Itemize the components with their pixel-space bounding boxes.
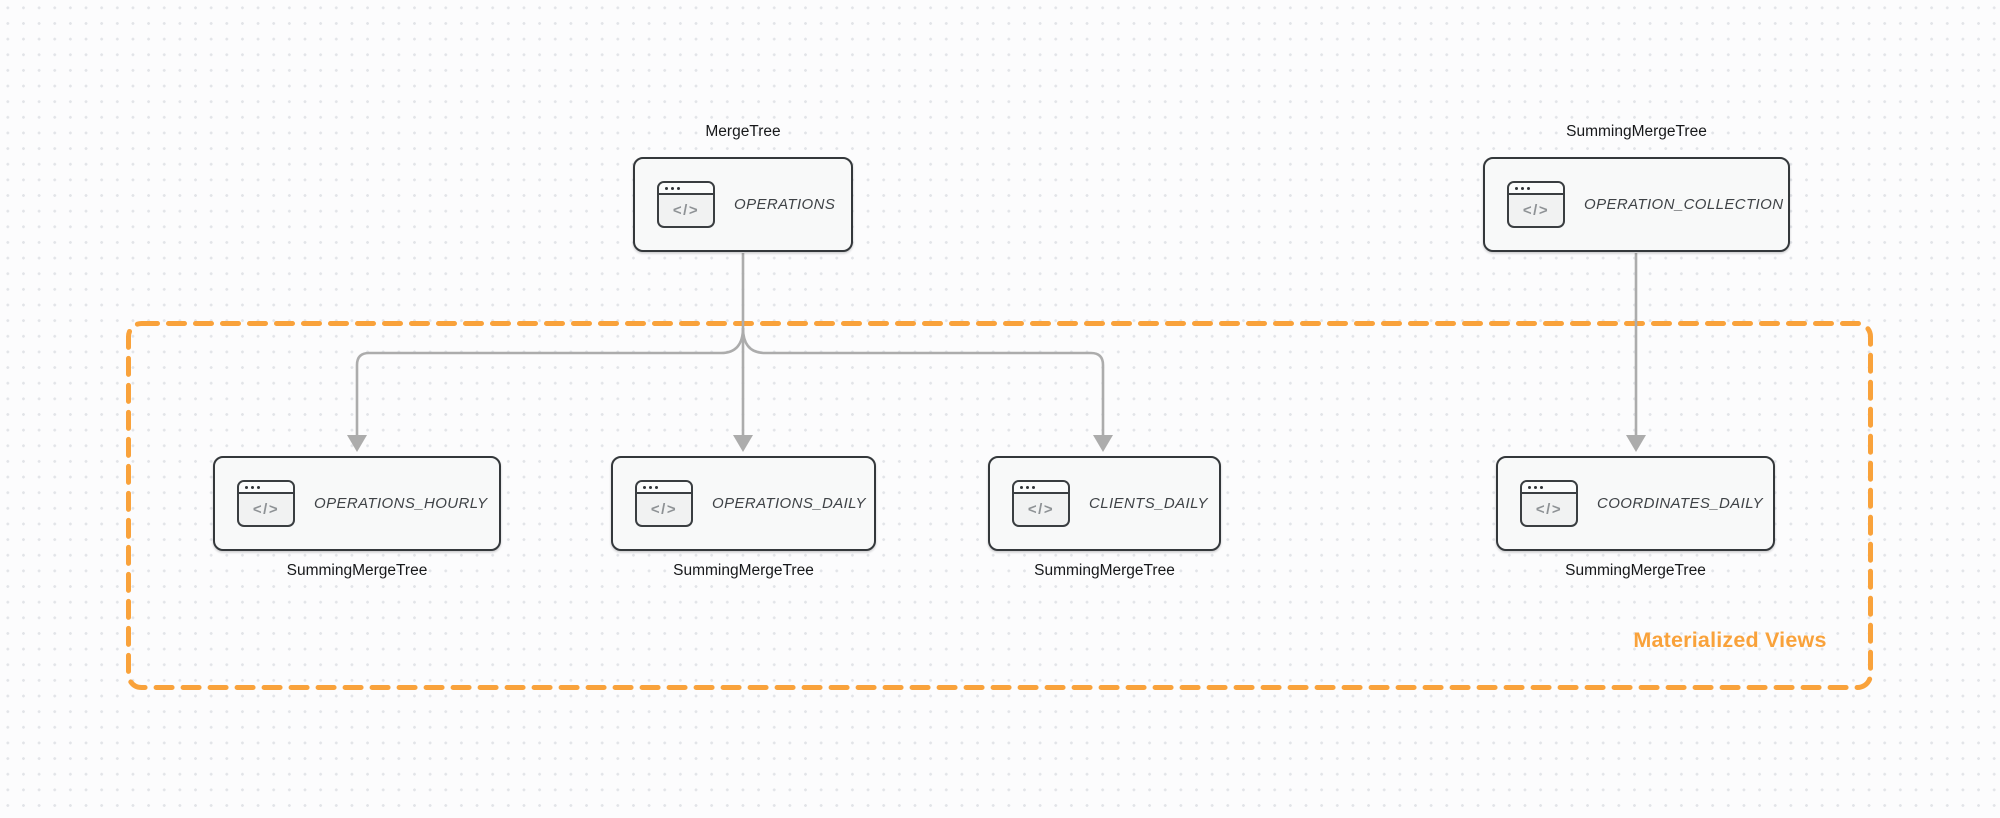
code-glyph: </> <box>1535 501 1563 518</box>
edge-operations-to-clients-daily <box>741 327 1105 436</box>
engine-label-operations-hourly: SummingMergeTree <box>286 562 428 579</box>
edge-operations-to-operations-hourly <box>355 327 745 436</box>
arrowhead-clients-daily <box>1093 435 1113 452</box>
engine-label-coordinates-daily: SummingMergeTree <box>1565 562 1706 579</box>
node-operation-collection[interactable]: </> OPERATION_COLLECTION <box>1483 157 1790 252</box>
arrowhead-operations-hourly <box>347 435 367 452</box>
engine-label-clients-daily: SummingMergeTree <box>1034 562 1175 579</box>
code-glyph: </> <box>1522 202 1550 219</box>
code-window-icon: </> <box>1507 181 1565 228</box>
node-operations[interactable]: </> OPERATIONS <box>633 157 853 252</box>
node-operations-daily[interactable]: </> OPERATIONS_DAILY <box>611 456 876 551</box>
node-title: OPERATIONS_HOURLY <box>314 495 488 512</box>
code-glyph: </> <box>1027 501 1055 518</box>
arrowhead-operations-daily <box>733 435 753 452</box>
code-window-icon: </> <box>237 480 295 527</box>
code-window-icon: </> <box>1520 480 1578 527</box>
arrowhead-coordinates-daily <box>1626 435 1646 452</box>
window-titlebar-dots <box>1522 482 1576 494</box>
code-window-icon: </> <box>657 181 715 228</box>
node-title: OPERATIONS <box>734 196 836 213</box>
node-title: OPERATION_COLLECTION <box>1584 196 1784 213</box>
node-coordinates-daily[interactable]: </> COORDINATES_DAILY <box>1496 456 1775 551</box>
engine-label-operation-collection: SummingMergeTree <box>1566 123 1707 140</box>
window-titlebar-dots <box>239 482 293 494</box>
window-titlebar-dots <box>1014 482 1068 494</box>
window-titlebar-dots <box>659 183 713 195</box>
engine-label-operations-daily: SummingMergeTree <box>673 562 814 579</box>
code-window-icon: </> <box>1012 480 1070 527</box>
node-title: COORDINATES_DAILY <box>1597 495 1764 512</box>
node-title: OPERATIONS_DAILY <box>712 495 866 512</box>
engine-label-operations: MergeTree <box>705 123 781 140</box>
window-titlebar-dots <box>637 482 691 494</box>
code-glyph: </> <box>650 501 678 518</box>
materialized-views-group-frame[interactable] <box>126 321 1873 690</box>
materialized-views-label: Materialized Views <box>1633 628 1827 652</box>
code-glyph: </> <box>672 202 700 219</box>
code-glyph: </> <box>252 501 280 518</box>
node-operations-hourly[interactable]: </> OPERATIONS_HOURLY <box>213 456 501 551</box>
node-title: CLIENTS_DAILY <box>1089 495 1208 512</box>
node-clients-daily[interactable]: </> CLIENTS_DAILY <box>988 456 1221 551</box>
window-titlebar-dots <box>1509 183 1563 195</box>
code-window-icon: </> <box>635 480 693 527</box>
